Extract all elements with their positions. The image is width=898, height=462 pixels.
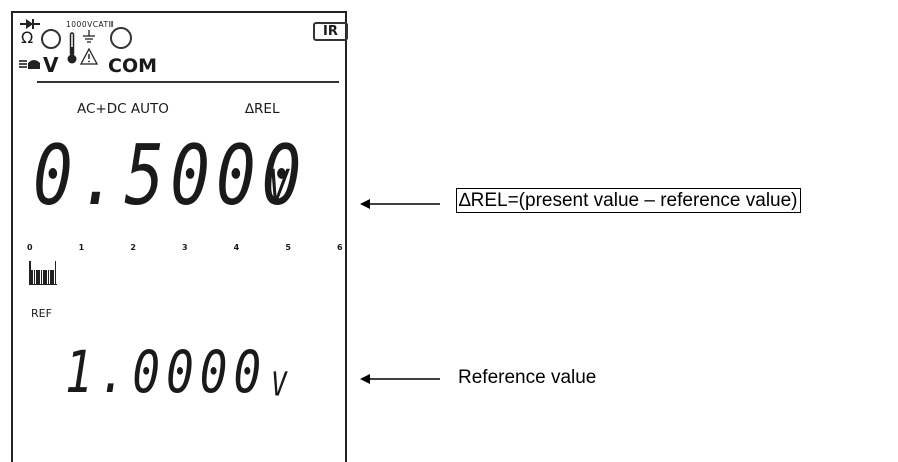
bargraph-bars: [29, 261, 351, 285]
rel-formula-callout: ∆REL=(present value – reference value): [456, 188, 801, 213]
arrow-left-icon: [360, 199, 440, 209]
bargraph-segment: [43, 270, 45, 285]
bargraph-segment: [52, 270, 55, 285]
bargraph-tick-label: 2: [130, 243, 136, 252]
terminal-divider: [37, 81, 339, 83]
reference-callout-text: Reference value: [458, 367, 597, 388]
main-unit: V: [268, 161, 289, 212]
bargraph-tick-label: 4: [233, 243, 240, 252]
rel-label: ∆REL: [245, 101, 280, 117]
bargraph-segment: [38, 270, 40, 285]
bargraph-tick-label: 0: [27, 243, 33, 252]
bargraph-segment: [29, 261, 31, 285]
ref-label: REF: [31, 307, 52, 320]
terminal-jack-icon: [41, 29, 61, 49]
reference-callout: Reference value: [458, 367, 596, 389]
ohm-label: Ω: [21, 28, 34, 47]
ground-icon: [83, 30, 95, 43]
bargraph-baseline: [29, 283, 57, 285]
warning-icon: [80, 48, 98, 65]
terminal-panel: Ω 1000VCATⅢ V COM: [13, 13, 343, 85]
com-terminal-label: COM: [108, 55, 158, 77]
buzzer-icon: [19, 60, 40, 69]
rating-label: 1000VCATⅢ: [66, 20, 115, 29]
bargraph-segment: [31, 270, 33, 285]
com-jack-icon: [110, 27, 132, 49]
thermometer-icon: [67, 32, 77, 64]
rel-formula-text: ∆REL=(present value – reference value): [456, 188, 801, 213]
bargraph-scale: 0 1 2 3 4 5 6: [27, 243, 351, 255]
arrow-left-icon: [360, 374, 440, 384]
bargraph-segment: [45, 270, 48, 285]
bargraph-tick-label: 5: [285, 243, 291, 252]
diode-icon: [20, 19, 40, 29]
bargraph-segment: [54, 261, 57, 285]
bargraph-segment: [47, 270, 50, 285]
bargraph-segment: [40, 270, 43, 285]
bargraph-segment: [36, 270, 38, 285]
ir-badge: IR: [313, 22, 348, 41]
bargraph-tick-label: 6: [337, 243, 343, 252]
bargraph-segment: [33, 270, 36, 285]
ref-reading: 1.0000: [65, 338, 268, 406]
meter-display: Ω 1000VCATⅢ V COM IR AC+DC: [11, 11, 348, 462]
bargraph-tick-label: 3: [182, 243, 188, 252]
ref-unit: V: [271, 366, 287, 404]
volt-terminal-label: V: [43, 53, 59, 77]
main-reading: 0.5000: [33, 127, 308, 224]
bargraph-tick-label: 1: [78, 243, 85, 252]
bargraph: 0 1 2 3 4 5 6: [27, 243, 351, 287]
mode-label: AC+DC AUTO: [77, 101, 169, 117]
bargraph-segment: [50, 270, 52, 285]
